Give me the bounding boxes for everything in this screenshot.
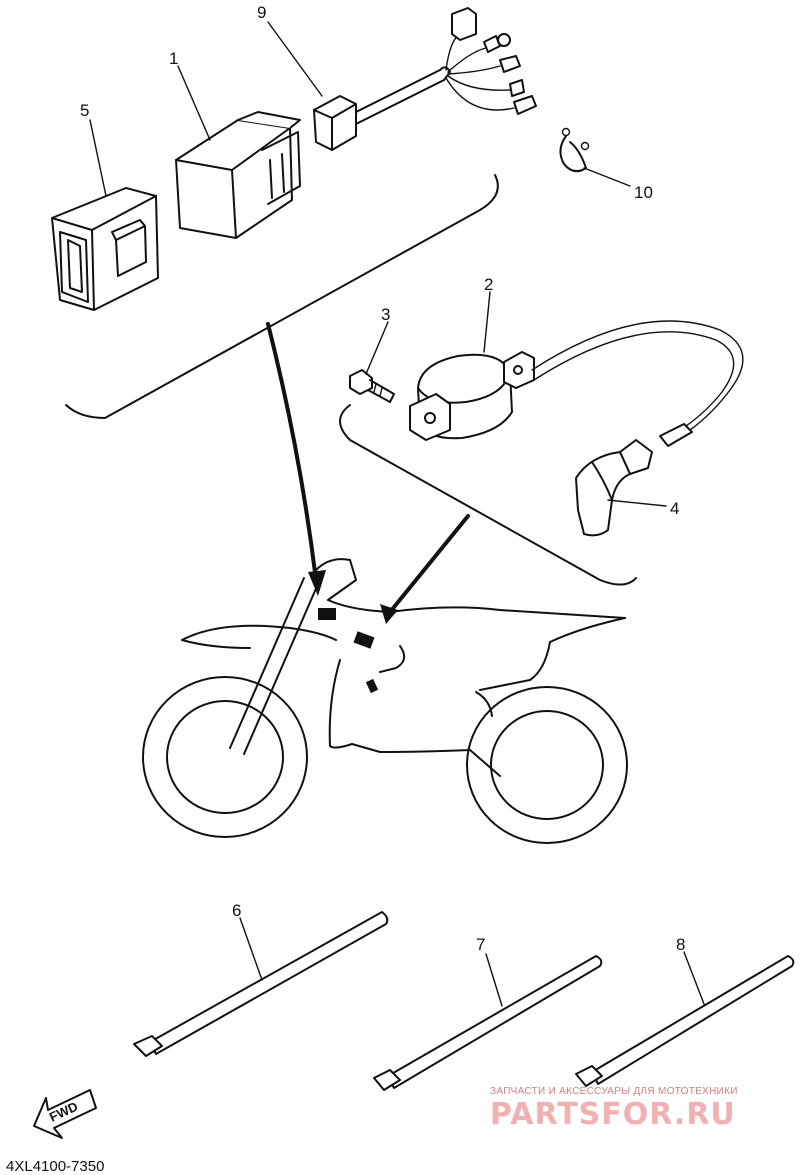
callout-4: 4 [670,499,679,518]
watermark-tagline: ЗАПЧАСТИ И АКСЕССУАРЫ ДЛЯ МОТОТЕХНИКИ [490,1086,738,1097]
callout-labels: 5 1 9 10 2 3 4 6 7 8 [80,3,685,954]
part-7-cable-tie[interactable] [373,955,603,1091]
group-bracket-ignition [339,404,637,586]
leader-lines [89,21,705,1007]
part-5-relay-box[interactable] [51,187,159,311]
group-bracket-electrical [65,174,499,419]
callout-9: 9 [257,3,266,22]
mount-location-cdi [318,608,336,620]
part-4-spark-plug-cap[interactable] [575,439,653,537]
part-6-cable-tie[interactable] [133,911,389,1057]
part-2-ignition-coil[interactable] [409,320,744,447]
mount-location-coil [353,631,375,649]
callout-2: 2 [484,275,493,294]
diagram-code: 4XL4100-7350 [6,1158,104,1175]
pointer-arrows [266,322,470,624]
part-8-cable-tie[interactable] [575,955,795,1087]
part-3-bolt[interactable] [349,369,395,403]
part-9-wire-harness[interactable] [313,7,537,151]
part-1-cdi-unit[interactable] [175,111,301,239]
callout-5: 5 [80,101,89,120]
watermark-brand: PARTSFOR.RU [490,1097,736,1132]
motorcycle-outline [142,558,628,844]
watermark: ЗАПЧАСТИ И АКСЕССУАРЫ ДЛЯ МОТОТЕХНИКИ PA… [490,1086,738,1132]
callout-8: 8 [676,935,685,954]
callout-1: 1 [169,49,178,68]
callout-10: 10 [634,183,653,202]
callout-6: 6 [232,901,241,920]
fwd-arrow-icon: FWD [33,1089,97,1139]
callout-7: 7 [476,935,485,954]
callout-3: 3 [381,305,390,324]
part-10-wire-clip[interactable] [559,127,590,173]
